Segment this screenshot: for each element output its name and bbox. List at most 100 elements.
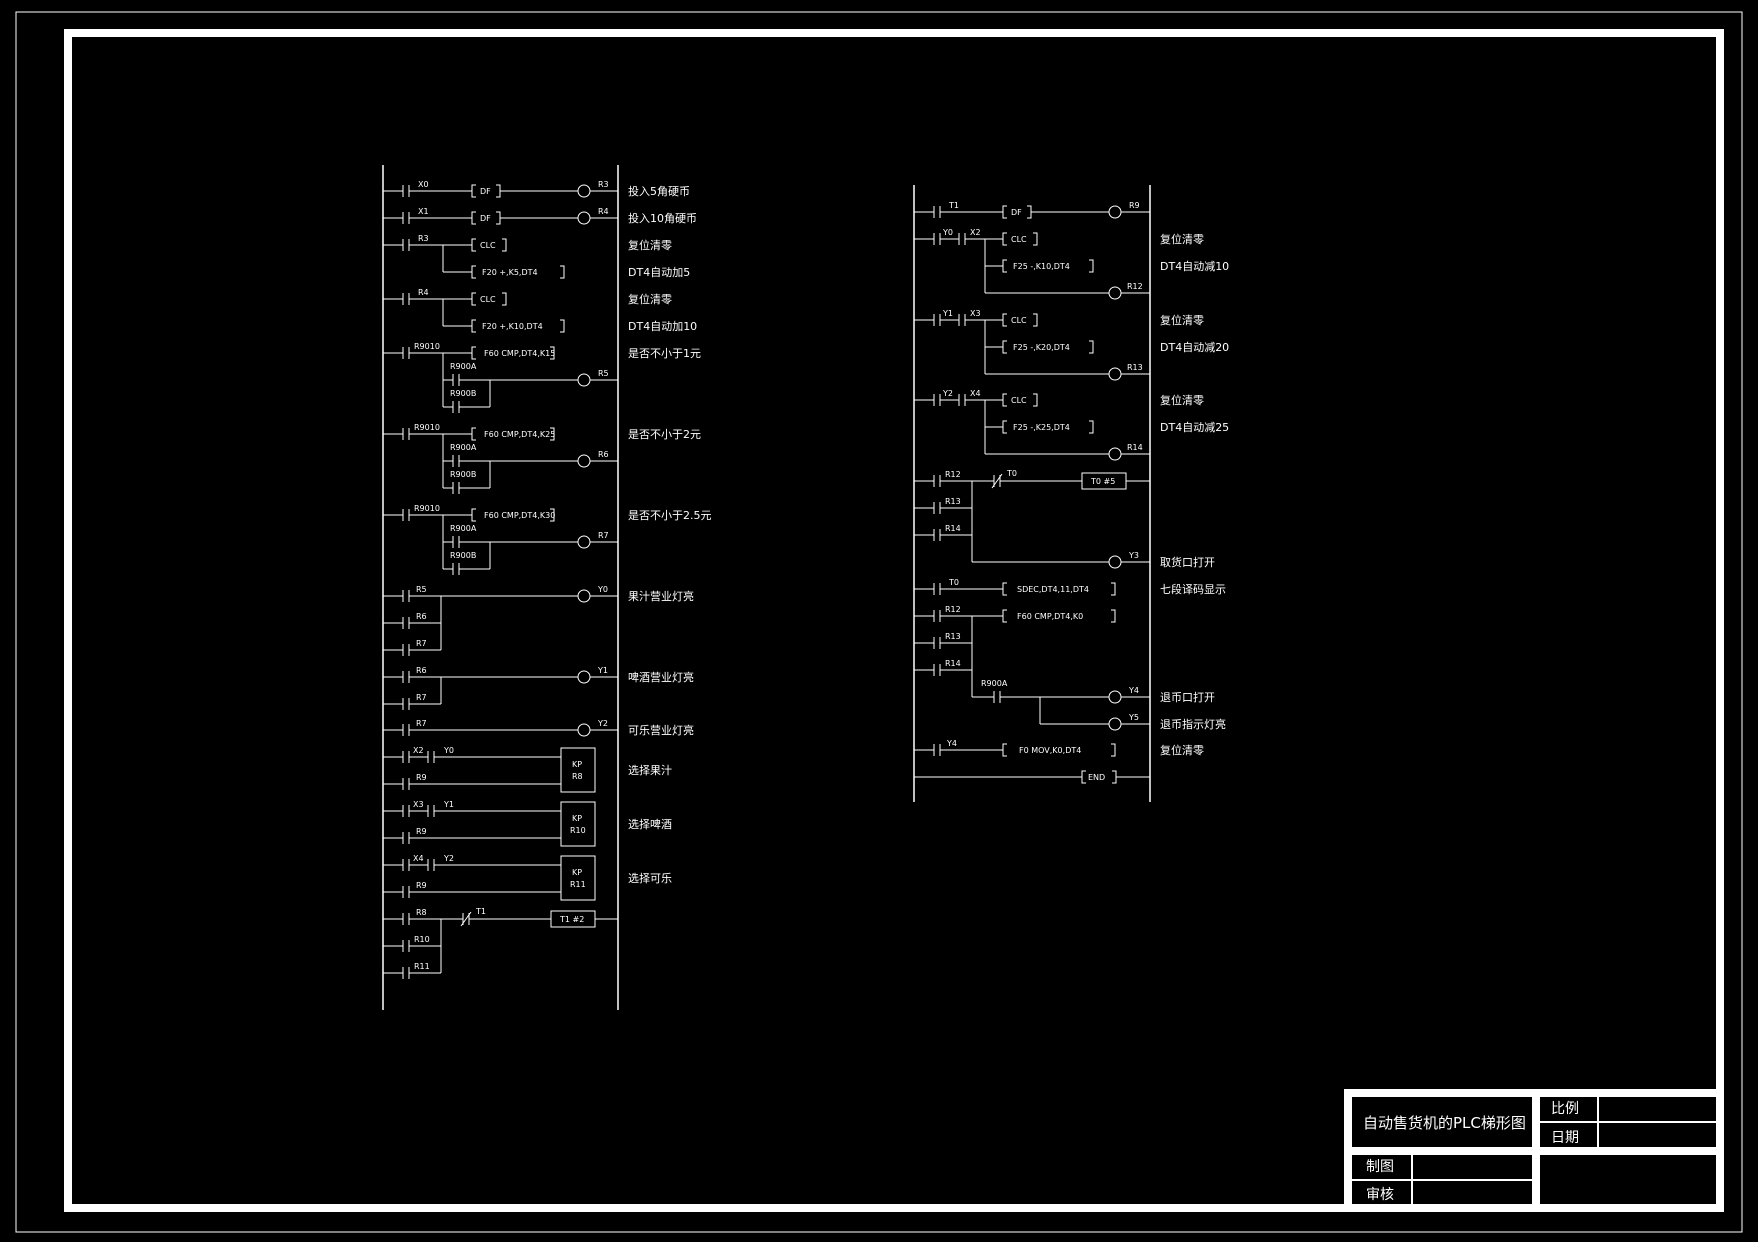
contact-label: R900A bbox=[450, 524, 477, 533]
rung-comment: 取货口打开 bbox=[1160, 555, 1215, 569]
instruction-label: F20 +,K10,DT4 bbox=[482, 322, 543, 331]
box-label: R11 bbox=[570, 880, 586, 889]
contact-label: X4 bbox=[413, 854, 424, 863]
rung: X4 Y2 R9 KP R11 选择可乐 bbox=[383, 854, 672, 901]
rung: X0 DF R3 投入5角硬币 bbox=[383, 180, 690, 198]
contact-label: R3 bbox=[418, 234, 429, 243]
rung: X2 Y0 R9 KP R8 选择果汁 bbox=[383, 746, 672, 793]
contact-label: R900B bbox=[450, 551, 476, 560]
contact-label: X3 bbox=[413, 800, 424, 809]
contact-label: R13 bbox=[945, 497, 961, 506]
rung-comment: 复位清零 bbox=[1160, 393, 1204, 407]
instruction-label: F25 -,K10,DT4 bbox=[1013, 262, 1070, 271]
rung-comment: 退币指示灯亮 bbox=[1160, 717, 1226, 731]
rung-comment: 投入5角硬币 bbox=[628, 184, 690, 198]
contact-label: X3 bbox=[970, 309, 981, 318]
contact-label: R900A bbox=[981, 679, 1008, 688]
instruction-label: DF bbox=[1011, 208, 1022, 217]
instruction-label: F0 MOV,K0,DT4 bbox=[1019, 746, 1081, 755]
contact-label: R9 bbox=[416, 773, 427, 782]
instruction-label: F60 CMP,DT4,K15 bbox=[484, 349, 555, 358]
instruction-label: F60 CMP,DT4,K0 bbox=[1017, 612, 1083, 621]
contact-label: R6 bbox=[416, 612, 427, 621]
outer-border bbox=[15, 11, 1743, 1233]
contact-label: R7 bbox=[416, 639, 427, 648]
instruction-label: F60 CMP,DT4,K25 bbox=[484, 430, 555, 439]
rung: R9010 F60 CMP,DT4,K25 是否不小于2元 R900A R900… bbox=[383, 423, 701, 494]
rung-comment: 选择可乐 bbox=[628, 871, 672, 885]
contact-label: Y1 bbox=[942, 309, 953, 318]
contact-label: X1 bbox=[418, 207, 429, 216]
contact-label: Y2 bbox=[942, 389, 953, 398]
contact-label: R7 bbox=[416, 693, 427, 702]
contact-label: R8 bbox=[416, 908, 427, 917]
scale-label: 比例 bbox=[1551, 1101, 1579, 1117]
contact-label: X2 bbox=[413, 746, 424, 755]
box-label: KP bbox=[572, 760, 582, 769]
coil-label: R9 bbox=[1129, 201, 1140, 210]
reviewed-by-label: 审核 bbox=[1366, 1187, 1394, 1203]
rung: R7 Y2 可乐营业灯亮 bbox=[383, 719, 694, 737]
rung: T1 DF R9 bbox=[914, 201, 1150, 219]
instruction-label: T0 #5 bbox=[1090, 477, 1115, 486]
rung-comment: 退币口打开 bbox=[1160, 690, 1215, 704]
coil-label: R12 bbox=[1127, 282, 1143, 291]
coil-label: Y2 bbox=[597, 719, 608, 728]
rung: R5 R6 R7 Y0 果汁营业灯亮 bbox=[383, 585, 694, 656]
coil-label: R13 bbox=[1127, 363, 1143, 372]
contact-label: R900A bbox=[450, 443, 477, 452]
rung-comment: 啤酒营业灯亮 bbox=[628, 670, 694, 684]
rung: Y2 X4 CLC 复位清零 F25 -,K25,DT4 DT4自动减25 R1… bbox=[914, 389, 1229, 461]
rung: R4 CLC 复位清零 F20 +,K10,DT4 DT4自动加10 bbox=[383, 288, 697, 333]
box-label: R8 bbox=[572, 772, 583, 781]
rung: Y1 X3 CLC 复位清零 F25 -,K20,DT4 DT4自动减20 R1… bbox=[914, 309, 1229, 381]
contact-label: Y0 bbox=[942, 228, 953, 237]
contact-label: T1 bbox=[475, 907, 486, 916]
instruction-label: DF bbox=[480, 187, 491, 196]
contact-label: R6 bbox=[416, 666, 427, 675]
rung-comment: 选择啤酒 bbox=[628, 817, 672, 831]
rung-comment: DT4自动加10 bbox=[628, 320, 697, 333]
instruction-label: CLC bbox=[480, 241, 496, 250]
date-label: 日期 bbox=[1551, 1130, 1579, 1146]
coil-label: R7 bbox=[598, 531, 609, 540]
rung-comment: DT4自动减25 bbox=[1160, 421, 1229, 434]
contact-label: X0 bbox=[418, 180, 429, 189]
coil-label: Y5 bbox=[1128, 713, 1139, 722]
rung-comment: 复位清零 bbox=[1160, 232, 1204, 246]
contact-label: R14 bbox=[945, 659, 961, 668]
instruction-label: CLC bbox=[480, 295, 496, 304]
contact-label: R10 bbox=[414, 935, 430, 944]
rung: R8 T1 R10 R11 T1 #2 bbox=[383, 907, 618, 979]
instruction-label: T1 #2 bbox=[559, 915, 584, 924]
coil-label: R14 bbox=[1127, 443, 1143, 452]
coil-label: R5 bbox=[598, 369, 609, 378]
contact-label: T1 bbox=[948, 201, 959, 210]
contact-label: T0 bbox=[1006, 469, 1017, 478]
contact-label: R9010 bbox=[414, 504, 440, 513]
instruction-label: DF bbox=[480, 214, 491, 223]
rung-comment: 复位清零 bbox=[628, 238, 672, 252]
contact-label: X2 bbox=[970, 228, 981, 237]
rung-comment: DT4自动减20 bbox=[1160, 341, 1229, 354]
instruction-label: F60 CMP,DT4,K30 bbox=[484, 511, 555, 520]
contact-label: R7 bbox=[416, 719, 427, 728]
rung-comment: 是否不小于2元 bbox=[628, 428, 701, 441]
coil-label: Y0 bbox=[597, 585, 608, 594]
rung: R9010 F60 CMP,DT4,K30 是否不小于2.5元 R900A R9… bbox=[383, 504, 712, 575]
coil-label: Y3 bbox=[1128, 551, 1139, 560]
rung-comment: 选择果汁 bbox=[628, 763, 672, 777]
rung-comment: 是否不小于1元 bbox=[628, 347, 701, 360]
contact-label: R900A bbox=[450, 362, 477, 371]
contact-label: R11 bbox=[414, 962, 430, 971]
instruction-label: SDEC,DT4,11,DT4 bbox=[1017, 585, 1089, 594]
rung-comment: DT4自动减10 bbox=[1160, 260, 1229, 273]
coil-label: R3 bbox=[598, 180, 609, 189]
rung-comment: 是否不小于2.5元 bbox=[628, 509, 712, 522]
rung-comment: DT4自动加5 bbox=[628, 266, 690, 279]
coil-label: Y4 bbox=[1128, 686, 1139, 695]
instruction-label: CLC bbox=[1011, 396, 1027, 405]
instruction-label: F25 -,K20,DT4 bbox=[1013, 343, 1070, 352]
rung: R12 T0 R13 R14 T0 #5 Y3 取货口打开 bbox=[914, 469, 1215, 569]
